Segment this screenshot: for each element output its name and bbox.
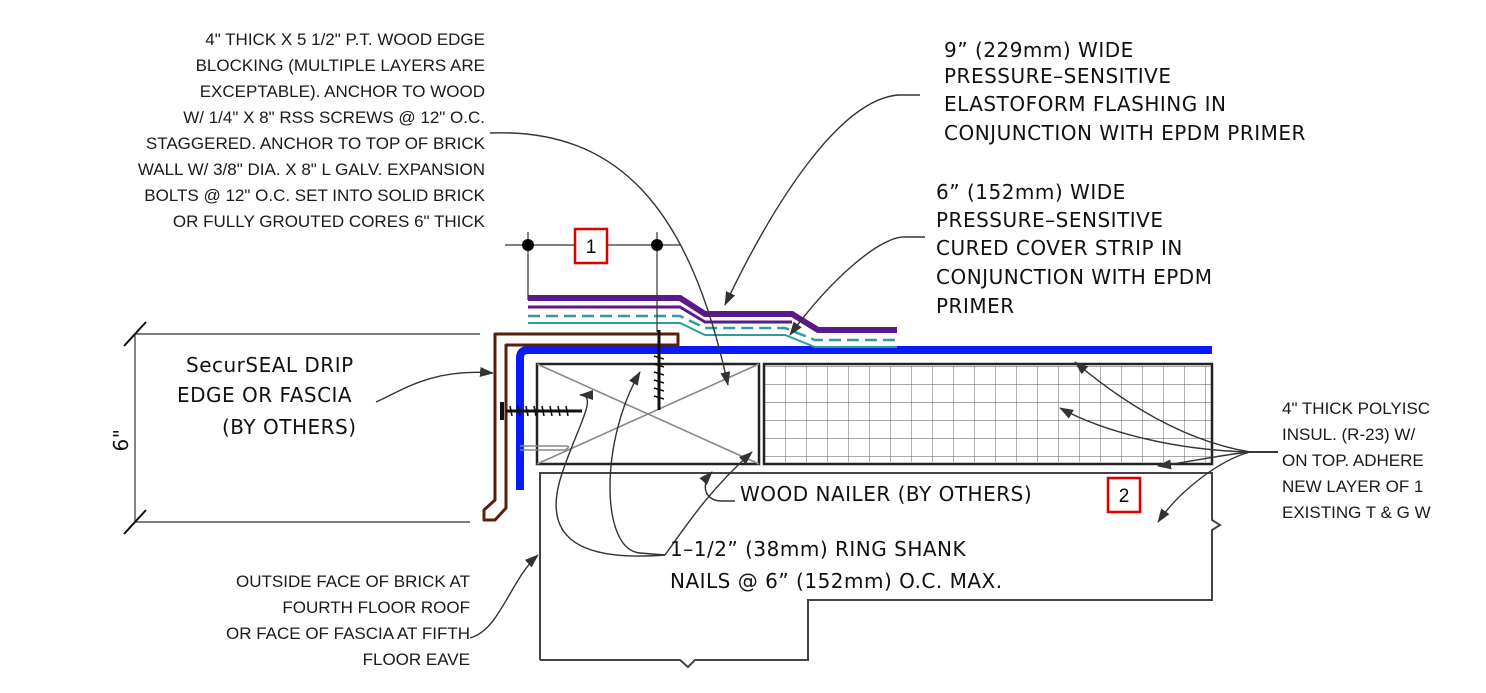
polyiso-insulation [762, 362, 1214, 466]
membrane-inner-lap [520, 445, 570, 451]
cover-strip-note: 6” (152mm) WIDE PRESSURE–SENSITIVE CURED… [936, 180, 1212, 318]
leader-nails-2 [555, 390, 666, 557]
blocking-note-line: EXCEPTABLE). ANCHOR TO WOOD [200, 82, 485, 101]
elastoform-flashing [528, 295, 897, 333]
leader-nailer [699, 471, 735, 502]
flashing-note: 9” (229mm) WIDE PRESSURE–SENSITIVE ELAST… [944, 38, 1306, 145]
cover-strip-note-line: 6” (152mm) WIDE [936, 180, 1126, 204]
blocking-note-line: BLOCKING (MULTIPLE LAYERS ARE [196, 56, 485, 75]
leader-insul-4 [1157, 451, 1278, 523]
drip-edge-note: SecurSEAL DRIP EDGE OR FASCIA (BY OTHERS… [177, 353, 357, 439]
epdm-membrane [516, 346, 1212, 490]
blocking-note: 4" THICK X 5 1/2" P.T. WOOD EDGE BLOCKIN… [138, 30, 486, 231]
blocking-note-line: WALL W/ 3/8" DIA. X 8" L GALV. EXPANSION [138, 160, 485, 179]
cover-strip-note-line: CURED COVER STRIP IN [936, 236, 1183, 260]
cover-strip-note-line: PRIMER [936, 294, 1015, 318]
insulation-note-line: INSUL. (R-23) W/ [1282, 425, 1415, 444]
drip-edge [482, 332, 680, 522]
drip-edge-note-line: EDGE OR FASCIA [177, 383, 352, 407]
leader-insul-1 [1074, 361, 1278, 453]
nails-note-line: 1–1/2” (38mm) RING SHANK [670, 537, 966, 561]
flashing-note-line: PRESSURE–SENSITIVE [944, 64, 1171, 88]
brick-note: OUTSIDE FACE OF BRICK AT FOURTH FLOOR RO… [226, 572, 470, 669]
insulation-note-line: NEW LAYER OF 1 [1282, 477, 1423, 496]
insulation-note-line: EXISTING T & G W [1282, 503, 1431, 522]
leader-blocking [489, 132, 731, 386]
insulation-note-line: 4" THICK POLYISC [1282, 399, 1430, 418]
brick-wall-outline [539, 472, 1222, 669]
brick-note-line: FLOOR EAVE [363, 650, 470, 669]
leader-brick [469, 554, 539, 639]
leader-nails-3 [664, 451, 753, 556]
blocking-note-line: OR FULLY GROUTED CORES 6" THICK [173, 212, 486, 231]
insulation-note-line: ON TOP. ADHERE [1282, 451, 1424, 470]
nails-note: 1–1/2” (38mm) RING SHANK NAILS @ 6” (152… [670, 537, 1003, 593]
drip-edge-note-line: (BY OTHERS) [222, 415, 357, 439]
flashing-note-line: 9” (229mm) WIDE [944, 38, 1134, 62]
detail-tag-1-label: 1 [586, 237, 597, 258]
leader-insul-2 [1059, 407, 1278, 453]
detail-tag-2-label: 2 [1119, 486, 1130, 507]
brick-note-line: OR FACE OF FASCIA AT FIFTH [226, 624, 470, 643]
dimension-6in: 6" [109, 321, 480, 535]
dimension-6in-label: 6" [109, 429, 133, 452]
blocking-note-line: 4" THICK X 5 1/2" P.T. WOOD EDGE [205, 30, 485, 49]
blocking-note-line: W/ 1/4" X 8" RSS SCREWS @ 12" O.C. [183, 108, 485, 127]
blocking-note-line: STAGGERED. ANCHOR TO TOP OF BRICK [146, 134, 486, 153]
leader-cover-strip [789, 236, 925, 336]
brick-note-line: OUTSIDE FACE OF BRICK AT [236, 572, 470, 591]
flashing-note-line: CONJUNCTION WITH EPDM PRIMER [944, 121, 1306, 145]
leader-drip-edge [375, 366, 494, 403]
leader-nails-1 [609, 371, 666, 556]
flashing-note-line: ELASTOFORM FLASHING IN [944, 92, 1226, 116]
detail-tag-1: 1 [573, 227, 609, 265]
nails-note-line: NAILS @ 6” (152mm) O.C. MAX. [670, 569, 1003, 593]
cover-strip [528, 314, 897, 348]
wood-nailer-note: WOOD NAILER (BY OTHERS) [740, 482, 1032, 506]
wood-screw [500, 402, 582, 420]
detail-tag-2: 2 [1106, 476, 1142, 514]
cover-strip-note-line: CONJUNCTION WITH EPDM [936, 265, 1212, 289]
cover-strip-note-line: PRESSURE–SENSITIVE [936, 208, 1163, 232]
drip-edge-note-line: SecurSEAL DRIP [186, 353, 354, 377]
leader-lines [375, 94, 1278, 639]
leader-flashing [724, 94, 920, 306]
ring-shank-nail [653, 330, 665, 410]
brick-note-line: FOURTH FLOOR ROOF [282, 598, 470, 617]
blocking-note-line: BOLTS @ 12" O.C. SET INTO SOLID BRICK [144, 186, 485, 205]
insulation-note: 4" THICK POLYISC INSUL. (R-23) W/ ON TOP… [1282, 399, 1431, 522]
